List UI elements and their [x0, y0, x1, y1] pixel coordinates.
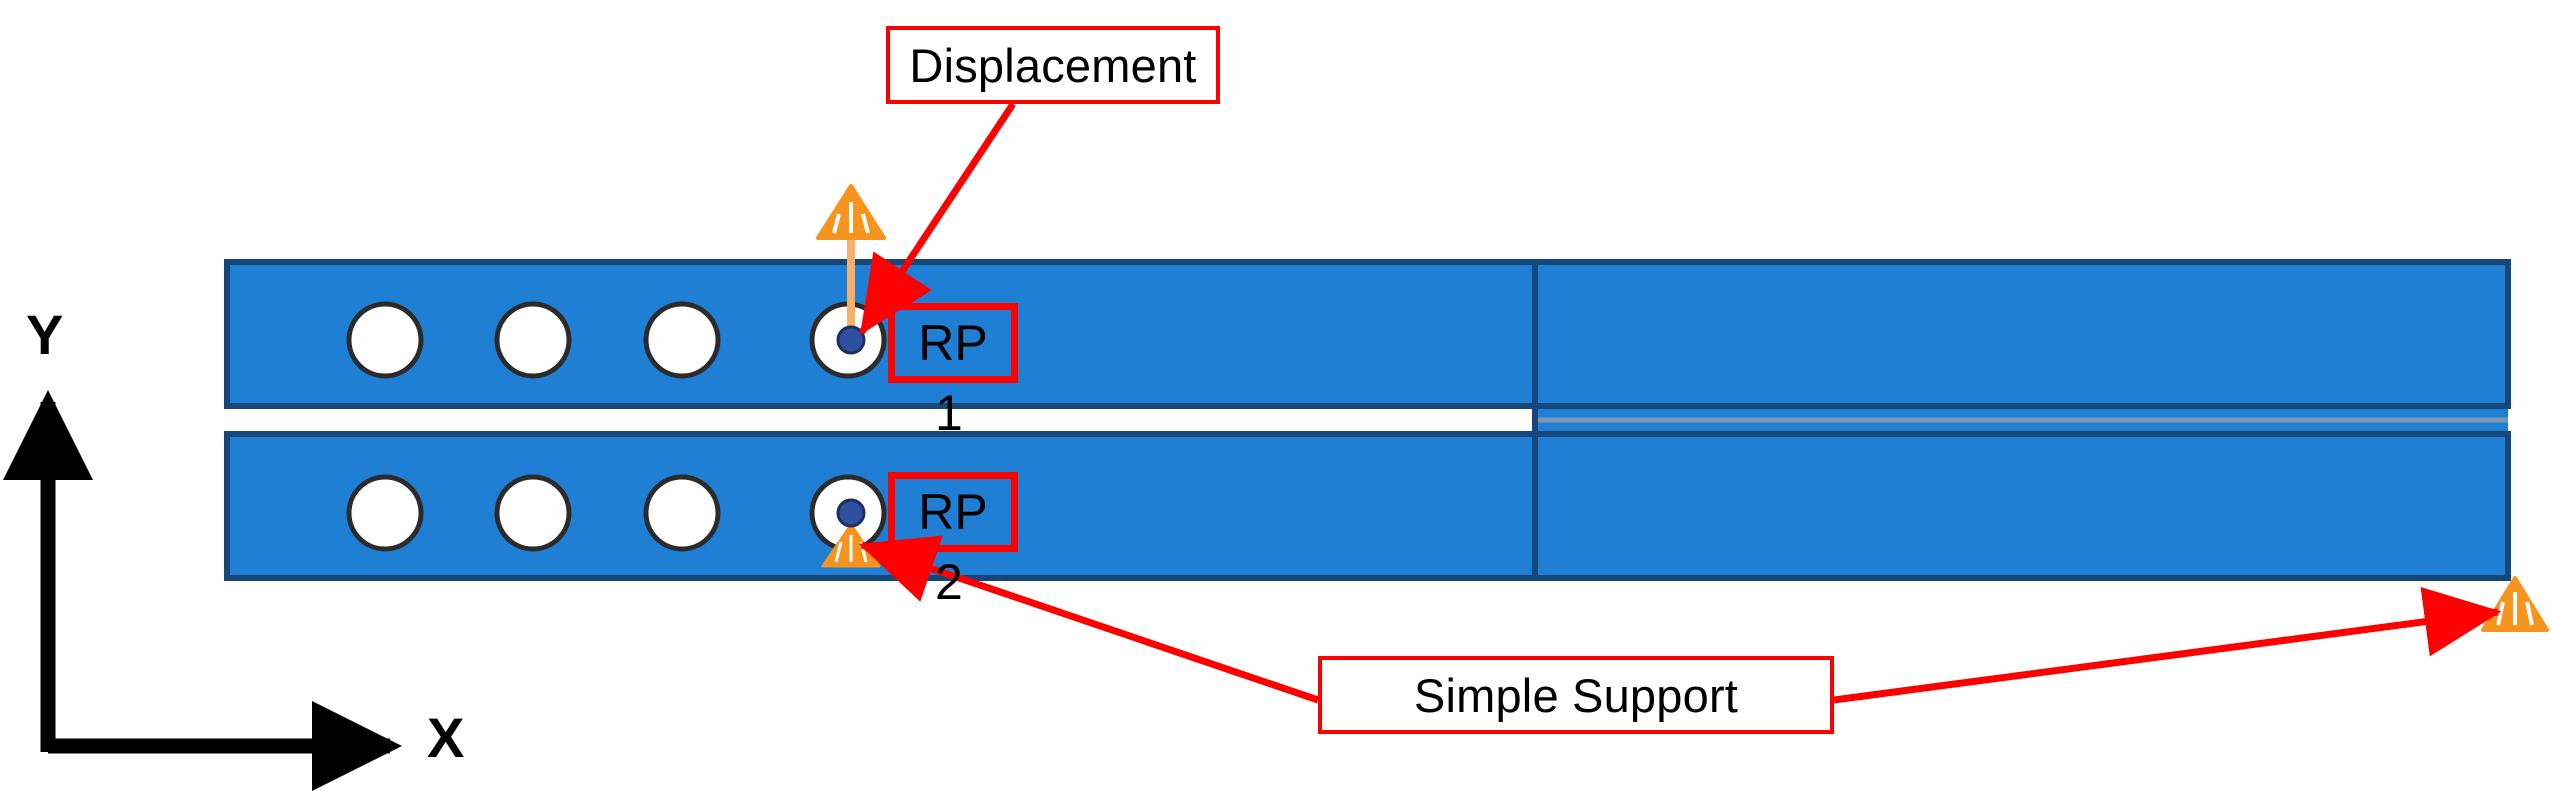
- simple-support-annotation-label: Simple Support: [1318, 656, 1834, 734]
- hole: [346, 301, 424, 379]
- lower-plate: [224, 431, 2511, 581]
- hole: [494, 301, 572, 379]
- simple-support-bc-symbol-right-end: [2481, 576, 2549, 632]
- simple-support-leader-line-left: [858, 535, 1320, 704]
- simple-support-leader-line-right: [1833, 586, 2502, 704]
- reference-point-2-marker: [836, 498, 866, 528]
- displacement-annotation-label: Displacement: [886, 26, 1220, 104]
- upper-plate: [224, 259, 2511, 409]
- plate-overlap-region: [1535, 403, 2508, 437]
- x-axis-label: X: [427, 706, 465, 769]
- lower-plate-body: [224, 431, 2511, 581]
- reference-point-2-number: 2: [935, 554, 963, 610]
- upper-plate-body: [224, 259, 2511, 409]
- hole: [346, 474, 424, 552]
- hole: [643, 474, 721, 552]
- reference-point-1-marker: [836, 325, 866, 355]
- coordinate-axes: [2, 389, 403, 791]
- displacement-leader-line: [859, 102, 1016, 335]
- reference-point-1-number: 1: [935, 385, 963, 441]
- reference-point-2-label: RP: [888, 472, 1018, 552]
- hole: [494, 474, 572, 552]
- displacement-bc-symbol: [816, 184, 886, 340]
- reference-point-1-label: RP: [888, 303, 1018, 383]
- displacement-bc-hatching: [832, 202, 870, 234]
- y-axis-label: Y: [26, 303, 64, 366]
- lower-plate-holes: [346, 474, 887, 552]
- hole: [643, 301, 721, 379]
